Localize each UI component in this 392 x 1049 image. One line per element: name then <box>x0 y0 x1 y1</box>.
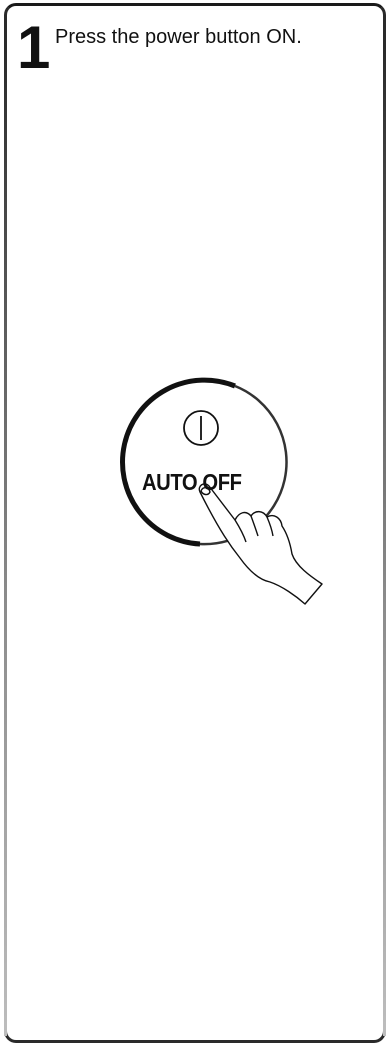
step-number: 1 <box>17 18 48 78</box>
auto-off-label: AUTO OFF <box>142 469 242 496</box>
step-instruction: Press the power button ON. <box>55 26 302 49</box>
power-icon <box>184 411 218 445</box>
